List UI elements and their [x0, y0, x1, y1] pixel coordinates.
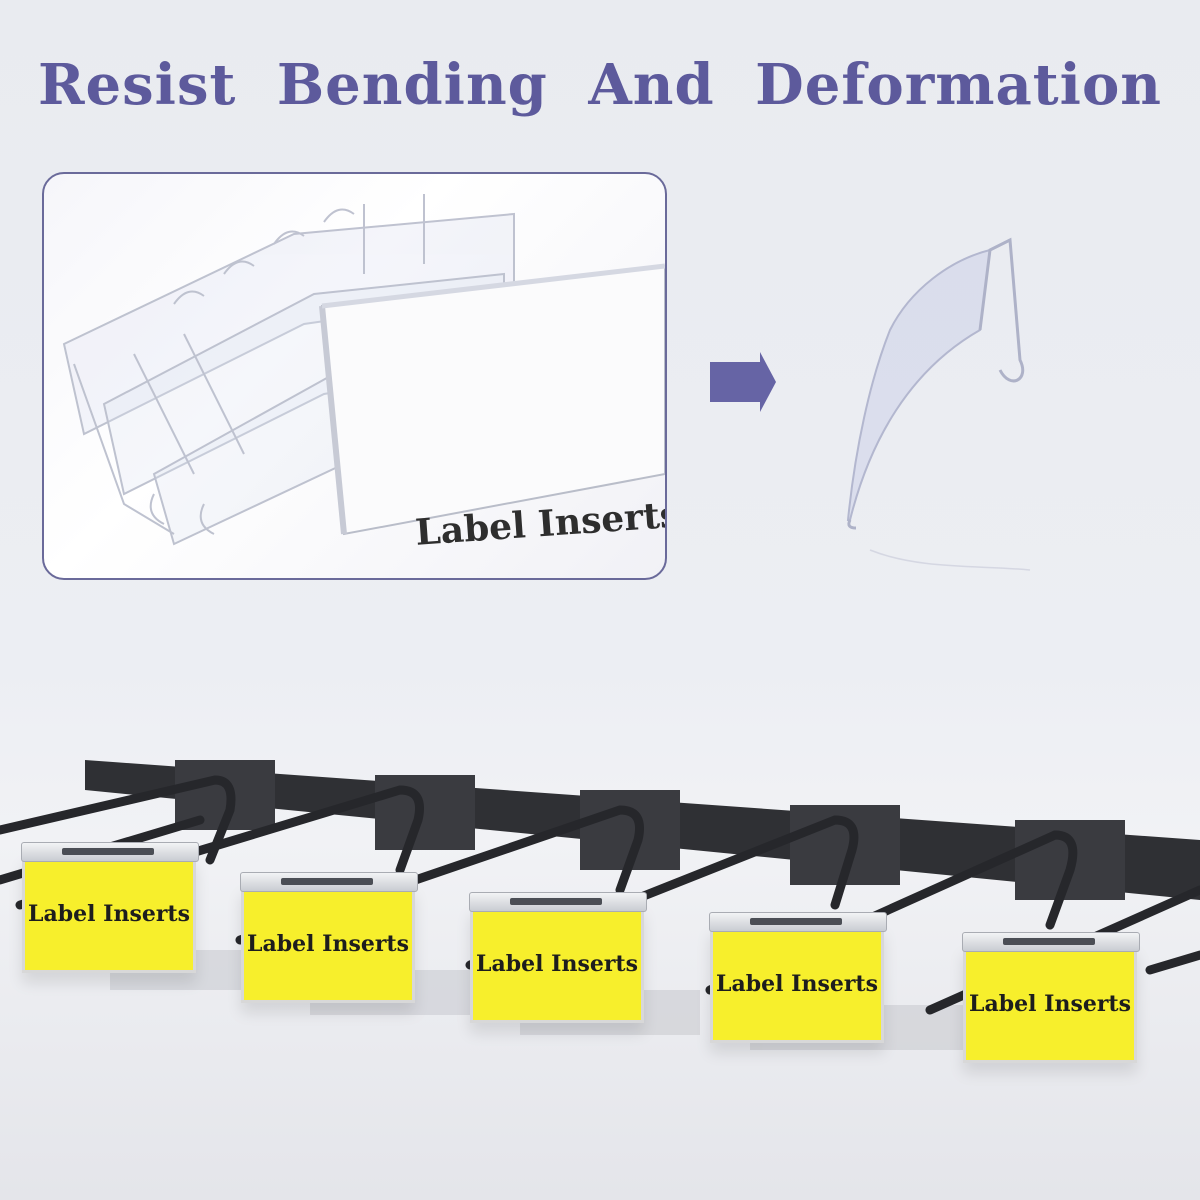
tag-text: Label Inserts [716, 971, 878, 997]
label-tag: Label Inserts [709, 912, 887, 1043]
right-arrow-icon [710, 352, 776, 412]
tag-text: Label Inserts [969, 991, 1131, 1017]
stacked-holders-illustration [62, 194, 665, 546]
label-tag: Label Inserts [240, 872, 418, 1003]
tag-text: Label Inserts [476, 951, 638, 977]
tag-holder-clip [709, 912, 887, 932]
tag-holder-clip [240, 872, 418, 892]
label-tag: Label Inserts [469, 892, 647, 1023]
tag-holder-clip [21, 842, 199, 862]
tag-holder-clip [469, 892, 647, 912]
label-tag: Label Inserts [962, 932, 1140, 1063]
tag-holder-clip [962, 932, 1140, 952]
tag-text: Label Inserts [28, 901, 190, 927]
tag-text: Label Inserts [247, 931, 409, 957]
label-tag: Label Inserts [21, 842, 199, 973]
headline: Resist Bending And Deformation [37, 52, 1163, 118]
clear-holders-photo: Label Inserts [42, 172, 667, 580]
bent-holder-illustration [846, 237, 1031, 571]
